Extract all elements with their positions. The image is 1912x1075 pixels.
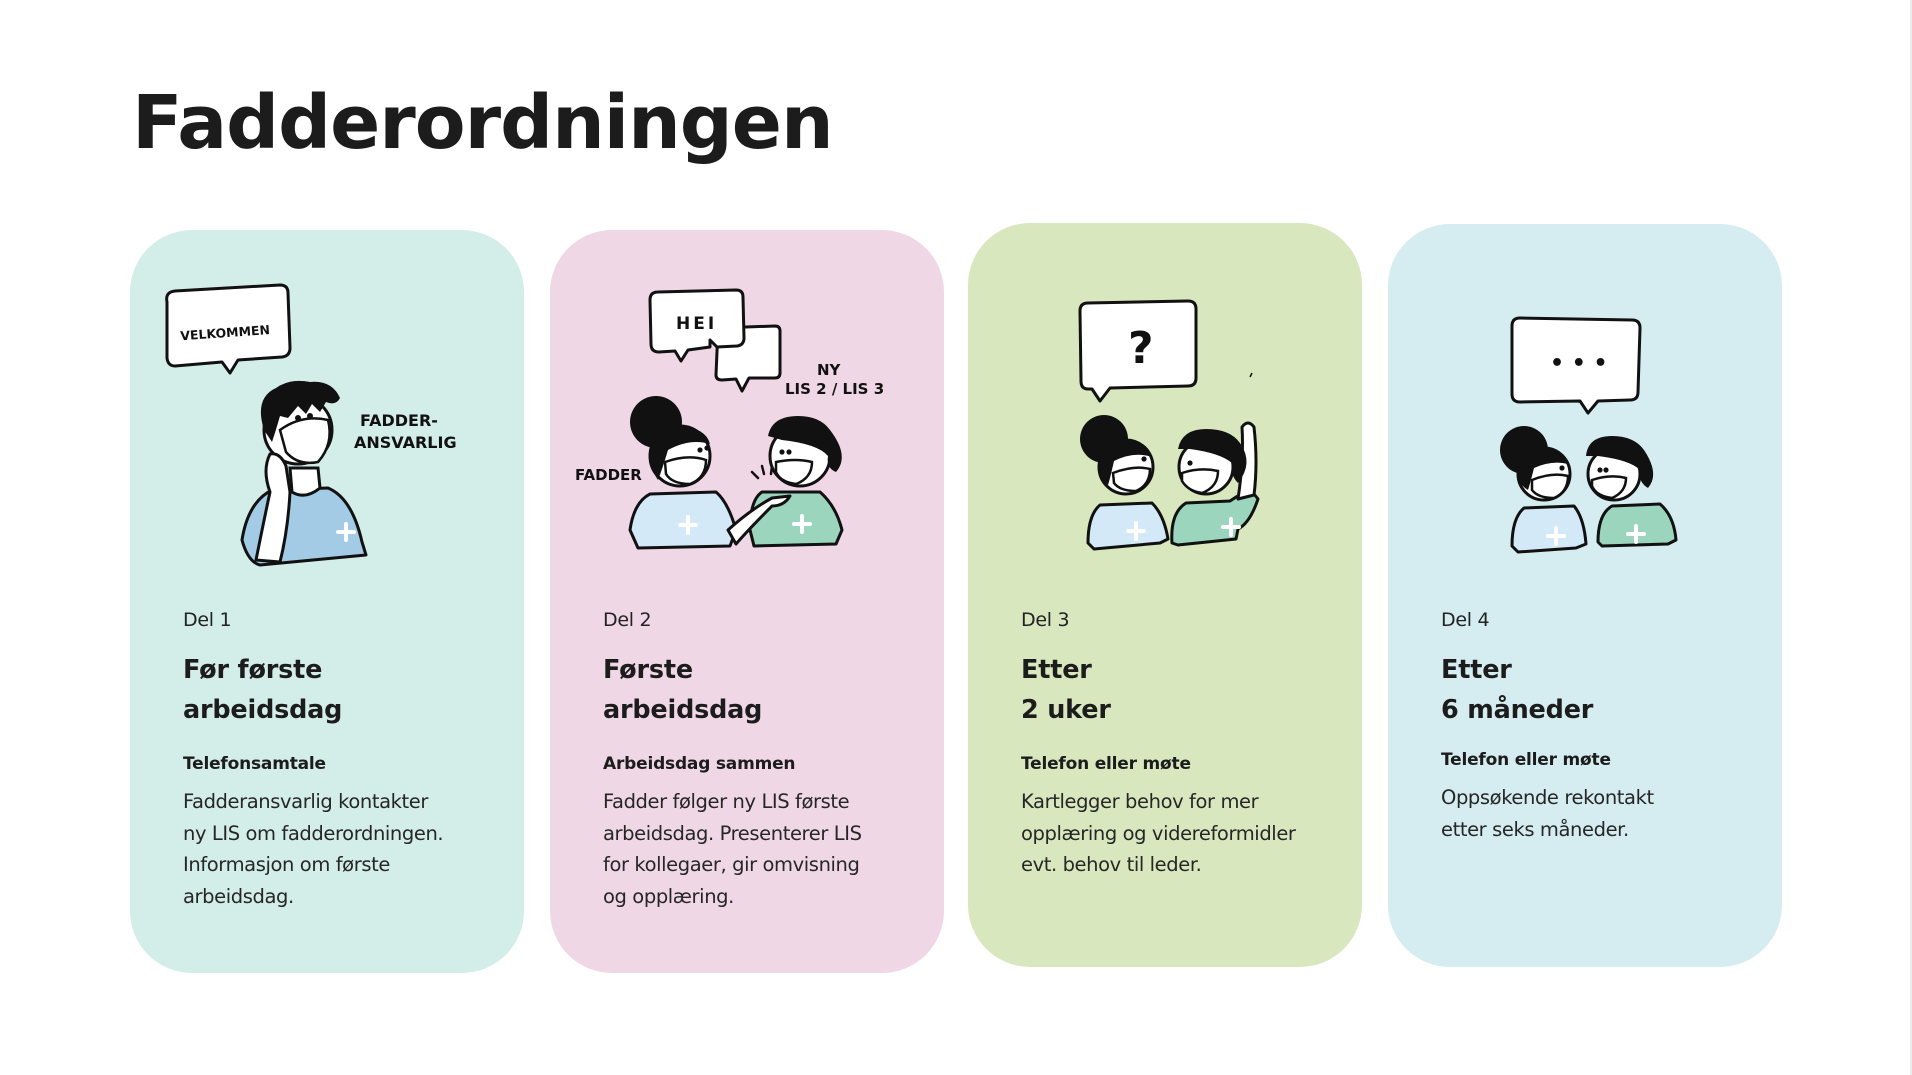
card-del-2: HEI NY LIS 2 / LIS 3 FADDER Del 2 Første… [550, 230, 944, 973]
card-heading: Etter 6 måneder [1441, 650, 1754, 730]
body-line: evt. behov til leder. [1021, 853, 1202, 876]
heading-line: Etter [1441, 655, 1512, 685]
card-del-1: VELKOMMEN FADDER- ANSVARLIG Del 1 Før fø… [130, 230, 524, 973]
body-line: opplæring og videreformidler [1021, 821, 1296, 845]
first-day-meeting-illustration-icon: HEI NY LIS 2 / LIS 3 FADDER [575, 288, 884, 550]
card-subheading: Telefon eller møte [1021, 754, 1191, 774]
card-del-3: ? Del 3 Etter 2 uker Telefon eller møte … [968, 223, 1362, 967]
question-illustration-icon: ? [1078, 299, 1260, 551]
heading-line: 2 uker [1021, 695, 1111, 725]
body-line: arbeidsdag. [183, 884, 294, 908]
body-line: Fadder følger ny LIS første [603, 790, 850, 813]
card-text: Del 3 Etter 2 uker Telefon eller møte Ka… [1021, 606, 1334, 881]
svg-text:VELKOMMEN: VELKOMMEN [180, 322, 271, 343]
card-body: Fadderansvarlig kontakter ny LIS om fadd… [183, 786, 496, 912]
heading-line: 6 måneder [1441, 695, 1594, 725]
card-del-4: • • • Del 4 Etter 6 måneder Telefon elle… [1388, 224, 1782, 967]
card-text: Del 4 Etter 6 måneder Telefon eller møte… [1441, 606, 1754, 845]
svg-text:LIS 2 / LIS 3: LIS 2 / LIS 3 [785, 380, 884, 398]
card-heading: Etter 2 uker [1021, 650, 1334, 730]
svg-text:?: ? [1128, 323, 1154, 374]
card-subheading: Telefonsamtale [183, 754, 326, 774]
card-subheading: Arbeidsdag sammen [603, 754, 796, 774]
body-line: Kartlegger behov for mer [1021, 790, 1259, 813]
speech-bubble-icon [165, 283, 292, 375]
card-text: Del 1 Før første arbeidsdag Telefonsamta… [183, 606, 496, 912]
heading-line: arbeidsdag [183, 695, 343, 725]
part-label: Del 4 [1441, 609, 1490, 631]
svg-text:NY: NY [817, 361, 842, 379]
card-body: Fadder følger ny LIS første arbeidsdag. … [603, 786, 916, 912]
card-body: Kartlegger behov for mer opplæring og vi… [1021, 786, 1334, 881]
svg-text:FADDER-: FADDER- [360, 411, 438, 430]
card-heading: Første arbeidsdag [603, 650, 916, 730]
body-line: Informasjon om første [183, 853, 390, 876]
svg-text:ANSVARLIG: ANSVARLIG [354, 433, 457, 452]
part-label: Del 3 [1021, 609, 1070, 631]
card-subheading: Telefon eller møte [1441, 750, 1611, 770]
card-heading: Før første arbeidsdag [183, 650, 496, 730]
svg-text:HEI: HEI [676, 314, 717, 334]
speech-bubble-icon [1078, 299, 1198, 403]
heading-line: Første [603, 655, 693, 685]
svg-text:• • •: • • • [1550, 351, 1608, 376]
body-line: og opplæring. [603, 884, 734, 908]
heading-line: Etter [1021, 655, 1092, 685]
heading-line: arbeidsdag [603, 695, 763, 725]
right-edge [1910, 0, 1912, 1075]
part-label: Del 1 [183, 609, 232, 631]
body-line: Oppsøkende rekontakt [1441, 786, 1654, 809]
follow-up-illustration-icon: • • • [1500, 316, 1678, 554]
speech-bubble-icon [1510, 316, 1642, 415]
card-body: Oppsøkende rekontakt etter seks måneder. [1441, 782, 1754, 845]
body-line: Fadderansvarlig kontakter [183, 790, 428, 813]
phone-call-illustration-icon: VELKOMMEN FADDER- ANSVARLIG [165, 283, 457, 567]
body-line: for kollegaer, gir omvisning [603, 853, 860, 876]
card-text: Del 2 Første arbeidsdag Arbeidsdag samme… [603, 606, 916, 912]
page-title: Fadderordningen [132, 80, 834, 166]
part-label: Del 2 [603, 609, 652, 631]
body-line: etter seks måneder. [1441, 817, 1629, 841]
speech-bubble-icon [648, 288, 746, 363]
body-line: arbeidsdag. Presenterer LIS [603, 821, 862, 845]
body-line: ny LIS om fadderordningen. [183, 821, 444, 845]
heading-line: Før første [183, 655, 323, 685]
svg-text:FADDER: FADDER [575, 466, 642, 484]
